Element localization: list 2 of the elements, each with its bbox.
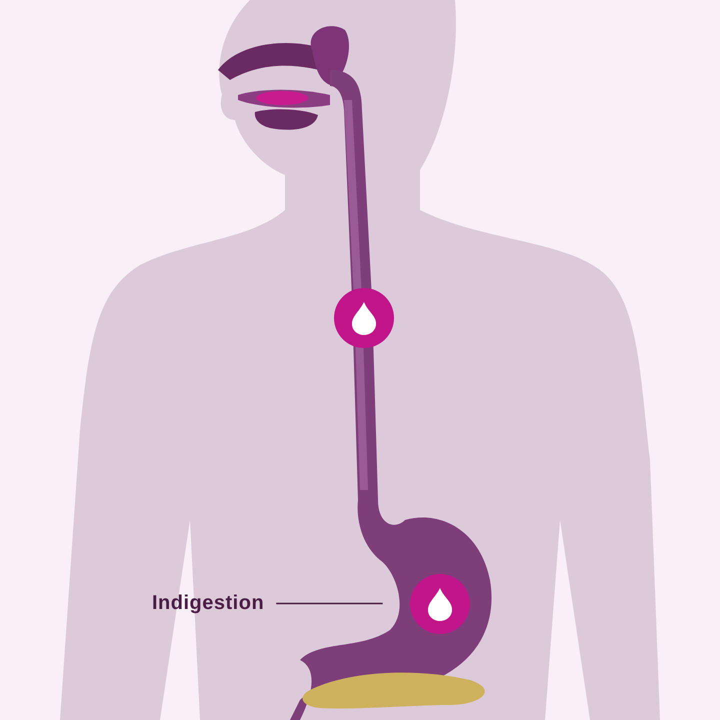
leader-line	[276, 602, 383, 604]
callout-label: Indigestion	[152, 592, 264, 615]
